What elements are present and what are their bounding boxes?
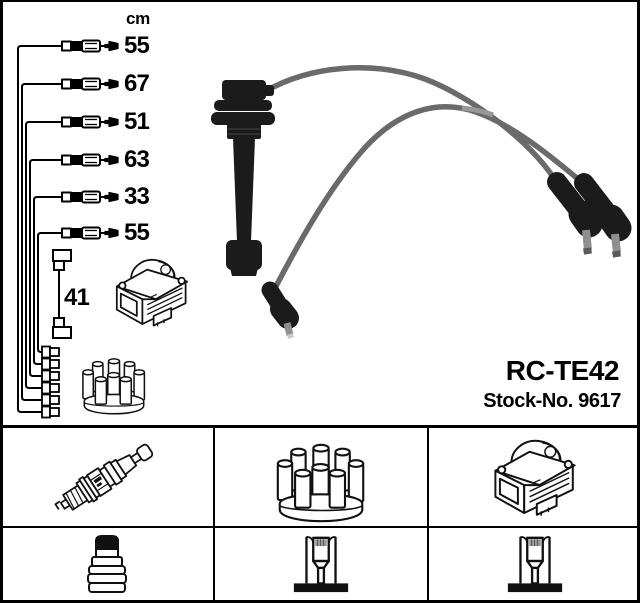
cable-length: 55 xyxy=(124,219,150,246)
stock-number: Stock-No. 9617 xyxy=(483,390,621,412)
angled-plug-boot xyxy=(574,173,632,258)
spark-plug-icon xyxy=(54,443,153,511)
legend-cell-terminal-post xyxy=(427,526,640,600)
terminal-post-icon xyxy=(504,533,566,595)
legend-cell-terminal-post xyxy=(213,526,427,600)
cable-length: 33 xyxy=(124,183,150,210)
distributor-cap-icon xyxy=(76,340,152,424)
ignition-coil-icon xyxy=(112,250,192,334)
bundle-lines xyxy=(17,45,42,413)
legend-cell-terminal-nut xyxy=(0,526,213,600)
angled-plug-boot xyxy=(547,172,603,255)
terminal-nut-icon xyxy=(86,535,127,593)
coil-cable-length: 41 xyxy=(64,284,90,311)
cable-length: 51 xyxy=(124,108,150,135)
ignition-lead xyxy=(264,65,560,185)
coil-plug-boot xyxy=(211,80,275,276)
cable-set-photo xyxy=(211,65,632,339)
product-code: RC-TE42 xyxy=(505,355,620,386)
cable-length: 55 xyxy=(124,32,150,59)
frame-top-border xyxy=(0,0,640,2)
frame-left-border xyxy=(0,0,3,603)
frame-right-border xyxy=(637,0,640,603)
cable-length: 67 xyxy=(124,70,150,97)
ignition-coil-icon xyxy=(490,432,580,522)
elbow-terminal xyxy=(261,281,299,339)
ignition-lead xyxy=(270,104,586,294)
component-legend xyxy=(0,425,640,603)
terminal-connector-icons xyxy=(41,345,60,419)
cable-bundle-diagram xyxy=(17,45,72,419)
legend-cell-distributor-cap xyxy=(213,428,427,526)
cable-length: 63 xyxy=(124,146,150,173)
lead-print-highlight xyxy=(461,105,494,118)
unit-header: cm xyxy=(126,9,150,28)
coil-cable-icon xyxy=(52,249,72,339)
distributor-cap-icon xyxy=(265,429,377,525)
terminal-post-icon xyxy=(290,533,352,595)
legend-cell-spark-plug xyxy=(0,428,213,526)
legend-cell-ignition-coil xyxy=(427,428,640,526)
